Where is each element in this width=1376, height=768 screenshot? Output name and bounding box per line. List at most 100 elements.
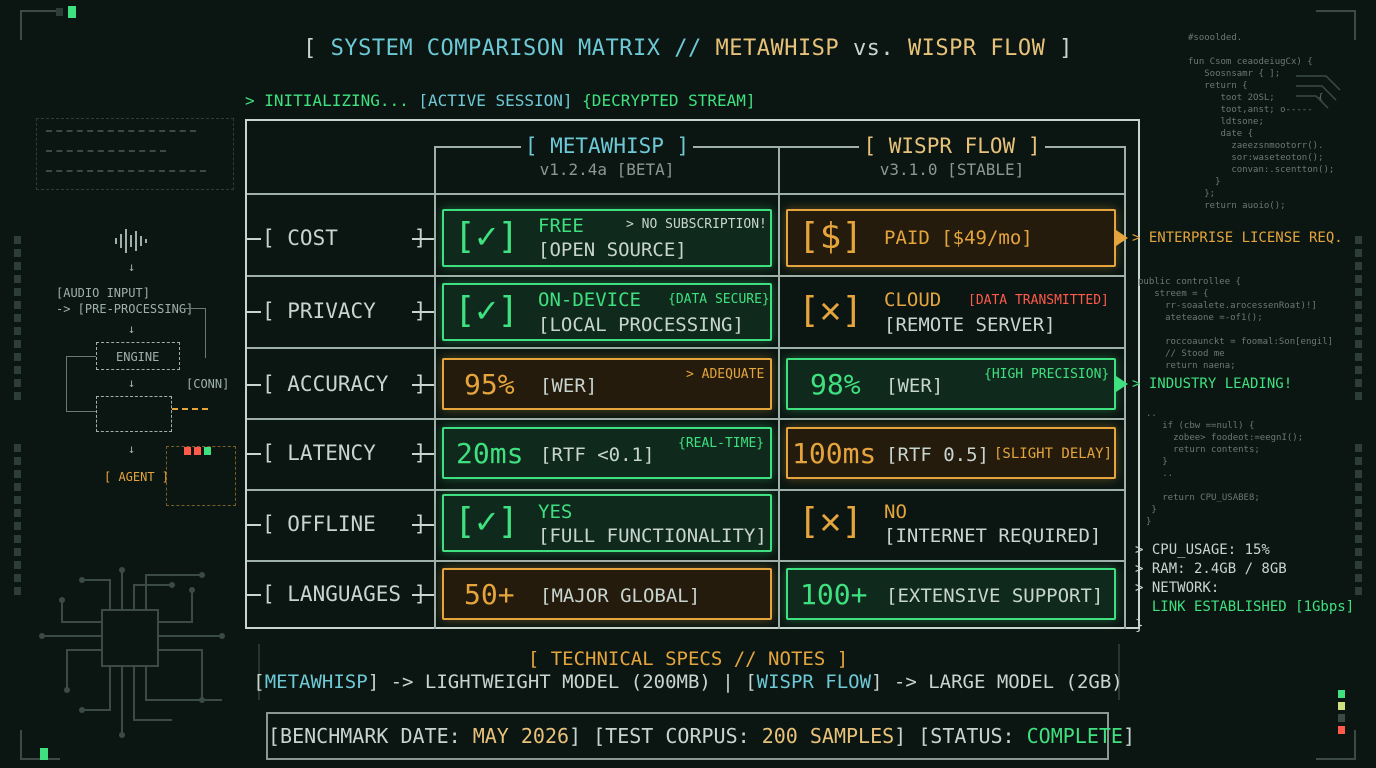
row-label-accuracy: [ ACCURACY ] xyxy=(262,372,427,396)
side-bar-segment xyxy=(14,327,21,335)
status-led xyxy=(40,748,48,760)
row-tick xyxy=(412,594,434,596)
side-bar-segment xyxy=(14,574,21,582)
check-icon: [✓] xyxy=(454,290,520,331)
circuit-trace xyxy=(66,356,96,412)
cell-offline-wispr: [✕] NO [INTERNET REQUIRED] xyxy=(798,501,1102,547)
side-note-enterprise: > ENTERPRISE LICENSE REQ. xyxy=(1132,230,1343,246)
cell-offline-metawhisp: [✓] YES [FULL FUNCTIONALITY] xyxy=(442,494,772,552)
status-led xyxy=(1338,690,1345,698)
side-bar-segment xyxy=(1355,522,1362,530)
side-bar-segment xyxy=(14,353,21,361)
cell-cost-metawhisp: [✓] FREE [OPEN SOURCE] > NO SUBSCRIPTION… xyxy=(442,209,772,267)
column-divider xyxy=(434,146,436,629)
side-bar-segment xyxy=(14,587,21,595)
row-divider xyxy=(247,418,1126,420)
side-bar-segment xyxy=(1355,587,1362,595)
row-label-offline: [ OFFLINE ] xyxy=(262,512,427,536)
side-bar-segment xyxy=(1355,366,1362,374)
side-bar-segment xyxy=(1355,353,1362,361)
header-rule xyxy=(434,146,1126,148)
side-bar-segment xyxy=(14,262,21,270)
cell-accuracy-metawhisp: 95% [WER] > ADEQUATE xyxy=(442,358,772,410)
row-label-languages: [ LANGUAGES ] xyxy=(262,582,427,606)
side-bar-segment xyxy=(1355,509,1362,517)
side-bar-segment xyxy=(1355,275,1362,283)
side-bar-segment xyxy=(1355,236,1362,244)
row-tick xyxy=(247,524,261,526)
side-bar-segment xyxy=(1355,327,1362,335)
status-led xyxy=(204,447,211,455)
side-note-industry: > INDUSTRY LEADING! xyxy=(1132,376,1293,392)
row-divider xyxy=(247,275,1126,277)
status-led xyxy=(194,447,201,455)
side-bar-segment xyxy=(14,340,21,348)
diagram-engine: ENGINE xyxy=(116,350,160,364)
side-bar-segment xyxy=(1355,574,1362,582)
cell-privacy-wispr: [✕] CLOUD [REMOTE SERVER] [DATA TRANSMIT… xyxy=(798,289,1109,336)
side-bar-segment xyxy=(14,509,21,517)
side-bar-segment xyxy=(14,236,21,244)
side-bar-segment xyxy=(14,483,21,491)
side-bar-segment xyxy=(14,444,21,452)
row-tick xyxy=(412,311,434,313)
side-bar-segment xyxy=(1355,548,1362,556)
side-bar-segment xyxy=(14,470,21,478)
waveform-icon xyxy=(115,229,147,253)
side-bar-segment xyxy=(14,548,21,556)
cell-languages-metawhisp: 50+ [MAJOR GLOBAL] xyxy=(442,568,772,620)
side-bar-segment xyxy=(14,301,21,309)
row-label-latency: [ LATENCY ] xyxy=(262,441,427,465)
down-arrow-icon: ↓ xyxy=(128,442,136,456)
arrow-right-icon xyxy=(1116,376,1128,392)
engine-box xyxy=(96,342,180,370)
status-led xyxy=(56,8,63,16)
side-bar-segment xyxy=(14,275,21,283)
circuit-trace xyxy=(172,408,208,410)
side-bar-segment xyxy=(1355,314,1362,322)
status-led xyxy=(1338,714,1345,722)
row-label-cost: [ COST ] xyxy=(262,226,427,250)
arrow-right-icon xyxy=(1116,230,1128,246)
comparison-table xyxy=(245,119,1140,629)
check-icon: [✓] xyxy=(454,216,520,257)
processing-box xyxy=(96,396,172,432)
agent-bracket xyxy=(166,446,236,506)
row-divider xyxy=(247,489,1126,491)
circuit-trace xyxy=(46,130,196,132)
frame-corner xyxy=(1316,730,1356,760)
cell-languages-wispr: 100+ [EXTENSIVE SUPPORT] xyxy=(786,568,1116,620)
benchmark-bar: [BENCHMARK DATE: MAY 2026] [TEST CORPUS:… xyxy=(266,712,1135,760)
system-status: > CPU_USAGE: 15%> RAM: 2.4GB / 8GB> NETW… xyxy=(1135,542,1355,634)
code-snippet: public controllee { streem = { rr-soaale… xyxy=(1138,277,1334,371)
side-bar-segment xyxy=(14,561,21,569)
code-snippet: .. if (cbw ==null) { zobee> foodeot:=eeg… xyxy=(1146,409,1304,527)
cell-latency-wispr: 100ms [RTF 0.5] [SLIGHT DELAY] xyxy=(786,427,1116,479)
column-header-metawhisp: [ METAWHISP ] v1.2.4a [BETA] xyxy=(436,134,778,179)
side-bar-segment xyxy=(14,366,21,374)
row-tick xyxy=(412,453,434,455)
row-tick xyxy=(412,238,434,240)
status-led xyxy=(1338,702,1345,710)
side-bar-segment xyxy=(1355,444,1362,452)
frame-corner xyxy=(20,10,60,40)
diagram-agent: [ AGENT ] xyxy=(104,470,170,484)
row-tick xyxy=(247,311,261,313)
dollar-icon: [$] xyxy=(798,216,864,257)
side-bar-segment xyxy=(1355,262,1362,270)
circuit-block xyxy=(36,118,234,190)
side-bar-segment xyxy=(1355,340,1362,348)
side-bar-segment xyxy=(14,392,21,400)
side-bar-segment xyxy=(1355,561,1362,569)
diagram-preprocess: -> [PRE-PROCESSING] xyxy=(56,302,194,316)
status-led xyxy=(68,6,76,18)
page-title: [ SYSTEM COMPARISON MATRIX // METAWHISP … xyxy=(303,36,1073,61)
cell-latency-metawhisp: 20ms [RTF <0.1] {REAL-TIME} xyxy=(442,427,772,479)
side-bar-segment xyxy=(1355,288,1362,296)
down-arrow-icon: ↓ xyxy=(128,376,136,390)
side-bar-segment xyxy=(14,314,21,322)
down-arrow-icon: ↓ xyxy=(128,322,136,336)
row-tick xyxy=(412,524,434,526)
row-tick xyxy=(247,238,261,240)
cross-icon: [✕] xyxy=(798,501,864,542)
